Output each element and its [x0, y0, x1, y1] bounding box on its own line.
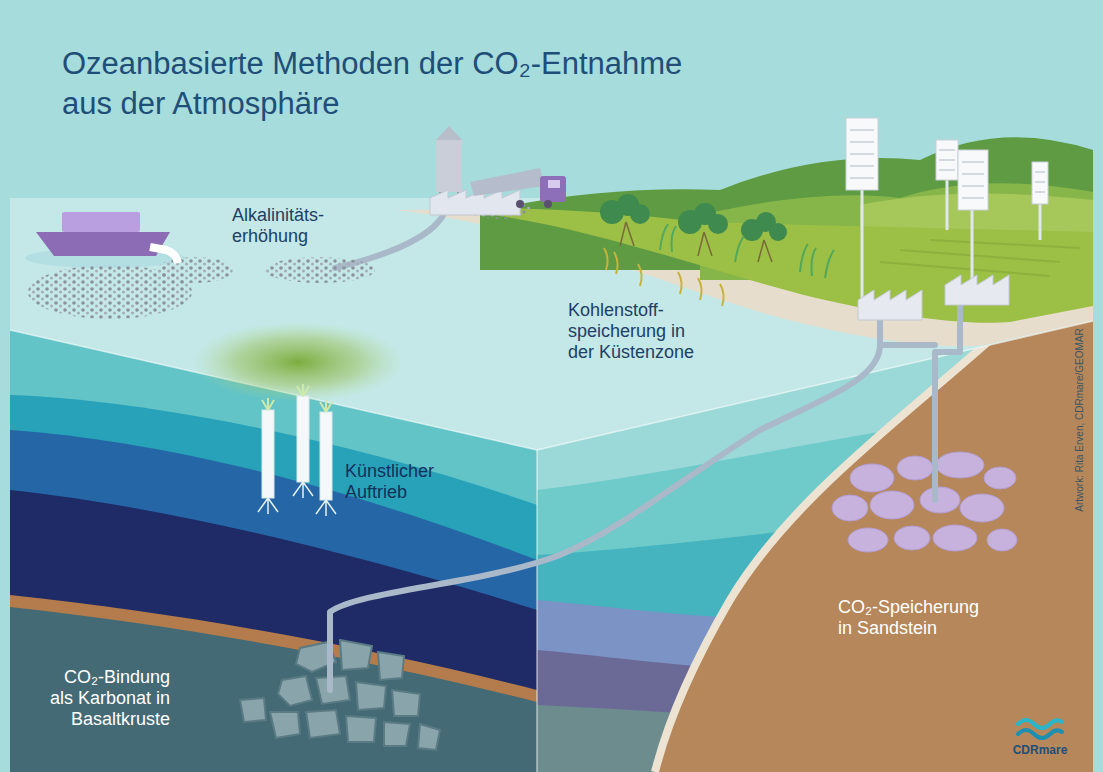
method-label: Kohlenstoff- speicherung in der Küstenzo… — [568, 300, 703, 363]
method-label: Künstlicher Auftrieb — [345, 461, 450, 503]
credit-note: Artwork: Rita Erven, CDRmare/GEOMAR — [1074, 328, 1086, 511]
method-label: CO₂-Speicherung in Sandstein — [838, 597, 988, 639]
diagram-title: Ozeanbasierte Methoden der CO₂-Entnahme … — [62, 44, 712, 124]
method-label: CO₂-Bindung als Karbonat in Basaltkruste — [45, 667, 170, 730]
method-label: Alkalinitäts- erhöhung — [232, 205, 342, 247]
logo-text: CDRmare — [1013, 743, 1068, 757]
